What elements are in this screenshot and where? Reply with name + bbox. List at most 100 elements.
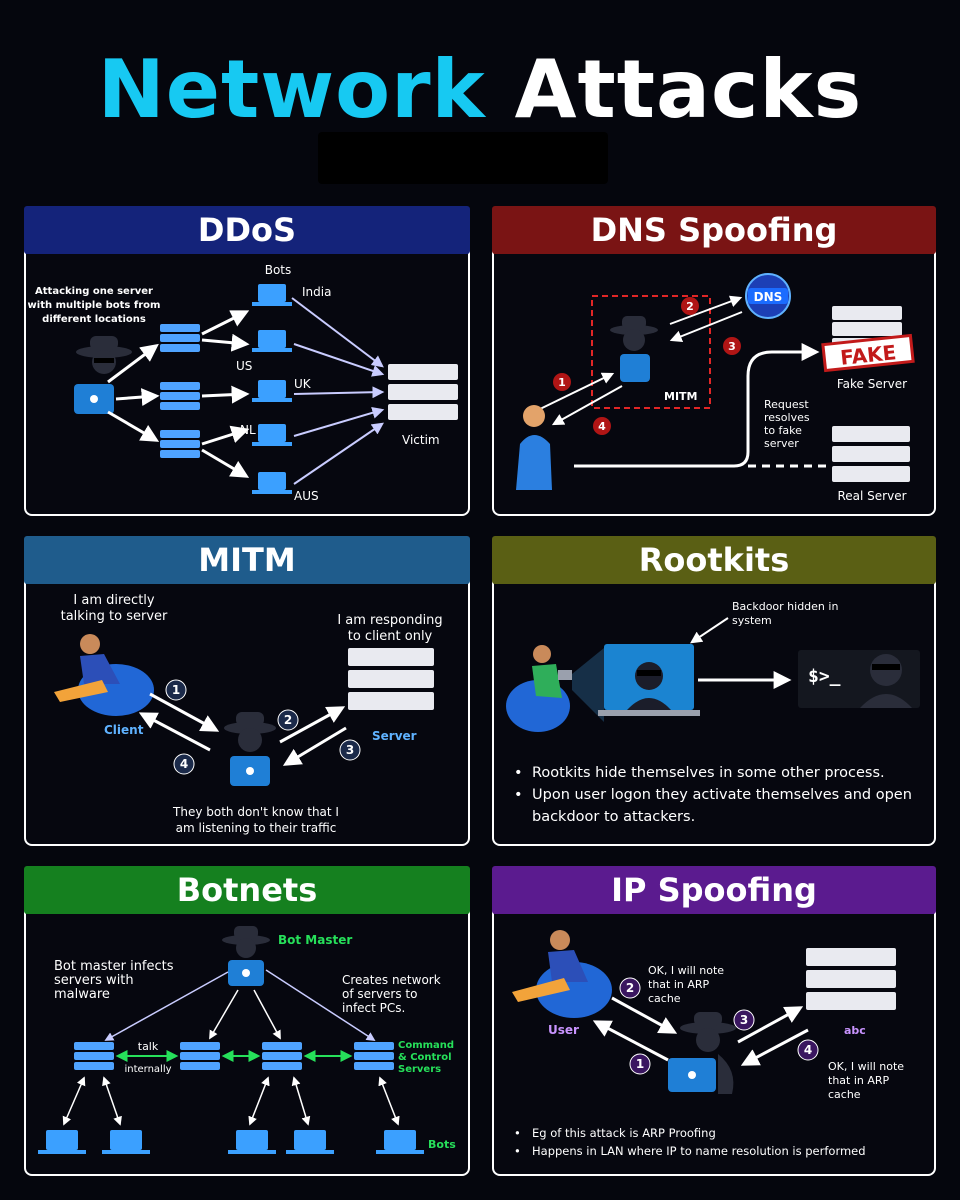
server-icon: [348, 648, 434, 710]
ip-spoofing-diagram: User OK, I will note that in ARP cache a…: [512, 930, 904, 1101]
svg-text:1: 1: [558, 376, 566, 389]
title-word-network: Network: [97, 43, 486, 136]
mitm-server-label: Server: [372, 729, 417, 743]
botnets-left-note-2: servers with: [54, 973, 134, 988]
ip-abc-label: abc: [844, 1024, 866, 1037]
svg-text:3: 3: [346, 743, 354, 757]
svg-text:4: 4: [180, 757, 188, 771]
panel-mitm: MITM I am directly talking to server I a…: [24, 536, 470, 846]
botnets-internally: internally: [124, 1064, 171, 1075]
mitm-client-says-2: talking to server: [61, 609, 168, 624]
step-badge: 4: [173, 753, 195, 775]
mitm-dashed-box: [591, 295, 711, 409]
client-icon: [54, 634, 154, 716]
laptop-icon: [252, 424, 292, 446]
server-icon: [806, 948, 896, 1010]
hacker-icon: [224, 712, 276, 786]
svg-text:4: 4: [804, 1043, 812, 1057]
hacker-icon: [668, 1012, 736, 1094]
ddos-location-uk: UK: [294, 377, 312, 391]
panel-heading: DNS Spoofing: [492, 206, 936, 254]
mitm-diagram: I am directly talking to server I am res…: [54, 593, 443, 835]
title-word-attacks: Attacks: [514, 43, 863, 136]
step-badge: 3: [733, 1009, 755, 1031]
dns-request-line-1: Request: [764, 398, 809, 411]
dns-mitm-label: MITM: [664, 390, 698, 403]
server-stack-icon: [160, 324, 200, 352]
dns-request-line-2: resolves: [764, 411, 810, 424]
ip-note-bottom-1: OK, I will note: [828, 1060, 904, 1073]
user-icon: [516, 405, 552, 490]
ddos-location-india: India: [302, 285, 331, 299]
step-badge: 4: [797, 1039, 819, 1061]
ddos-diagram: Attacking one server with multiple bots …: [28, 263, 458, 503]
ip-note-bottom-3: cache: [828, 1088, 861, 1101]
screen-glow: [572, 648, 604, 722]
botnets-right-note-1: Creates network: [342, 973, 441, 987]
bot-master-icon: [222, 926, 270, 986]
bot-master-label: Bot Master: [278, 933, 352, 947]
step-badge: 3: [339, 739, 361, 761]
botnets-cnc-2: & Control: [398, 1052, 452, 1063]
ip-note-top-1: OK, I will note: [648, 964, 724, 977]
svg-text:2: 2: [284, 713, 292, 727]
mitm-client-label: Client: [104, 723, 144, 737]
rootkits-diagram: Backdoor hidden in system $>_: [506, 600, 920, 732]
botnets-left-note-3: malware: [54, 987, 110, 1002]
bullet-item: Upon user logon they activate themselves…: [514, 784, 924, 828]
panel-heading: IP Spoofing: [492, 866, 936, 914]
bullet-item: Rootkits hide themselves in some other p…: [514, 762, 924, 784]
user-on-beanbag-icon: [506, 645, 572, 732]
ip-spoofing-bullets: Eg of this attack is ARP Proofing Happen…: [514, 1124, 924, 1160]
ip-note-top-2: that in ARP: [648, 978, 710, 991]
botnets-right-note-2: of servers to: [342, 987, 417, 1001]
server-stack-icon: [160, 430, 200, 458]
step-badge: 2: [619, 977, 641, 999]
server-stack-icon: [74, 1042, 114, 1070]
ip-note-bottom-2: that in ARP: [828, 1074, 890, 1087]
ddos-note-3: different locations: [42, 314, 146, 325]
svg-text:1: 1: [172, 683, 180, 697]
panel-dns-spoofing: DNS Spoofing MITM DNS 1 2 3 4: [492, 206, 936, 516]
laptop-icon: [102, 1130, 150, 1154]
mitm-server-says-2: to client only: [348, 629, 433, 644]
rootkits-bullets: Rootkits hide themselves in some other p…: [514, 762, 924, 828]
panel-rootkits: Rootkits Backdoor hidden in system $>_: [492, 536, 936, 846]
step-badge: 3: [723, 337, 741, 355]
user-on-beanbag-icon: [512, 930, 612, 1018]
rootkits-backdoor-1: Backdoor hidden in: [732, 600, 838, 613]
svg-text:3: 3: [740, 1013, 748, 1027]
dns-fake-server-label: Fake Server: [837, 377, 907, 391]
ip-user-label: User: [548, 1023, 579, 1037]
server-stack-icon: [180, 1042, 220, 1070]
botnets-cnc-1: Command: [398, 1040, 454, 1051]
page-title: Network Attacks: [0, 40, 960, 140]
mitm-bottom-1: They both don't know that I: [172, 805, 339, 819]
step-badge: 1: [553, 373, 571, 391]
panel-botnets: Botnets Bot Master Bot master infects se…: [24, 866, 470, 1176]
hacker-icon: [74, 336, 132, 414]
botnets-left-note-1: Bot master infects: [54, 959, 174, 974]
laptop-icon: [252, 284, 292, 306]
mitm-bottom-2: am listening to their traffic: [176, 821, 337, 835]
dns-diagram: MITM DNS 1 2 3 4 FAKE Fake Server Reques…: [516, 273, 915, 503]
panel-ddos: DDoS Attacking one server with multiple …: [24, 206, 470, 516]
dns-globe-icon: DNS: [745, 273, 791, 319]
laptop-icon: [376, 1130, 424, 1154]
svg-text:2: 2: [686, 300, 694, 313]
botnets-right-note-3: infect PCs.: [342, 1001, 405, 1015]
botnets-bots-label: Bots: [428, 1138, 456, 1151]
laptop-icon: [252, 330, 292, 352]
botnets-diagram: Bot Master Bot master infects servers wi…: [38, 926, 456, 1154]
hacker-icon: [610, 316, 658, 382]
ddos-location-aus: AUS: [294, 489, 319, 503]
svg-text:3: 3: [728, 340, 736, 353]
step-badge: 1: [165, 679, 187, 701]
svg-text:1: 1: [636, 1057, 644, 1071]
real-server-icon: [832, 426, 910, 482]
dns-real-server-label: Real Server: [837, 489, 906, 503]
laptop-with-hacker-icon: [598, 644, 700, 716]
mitm-client-says-1: I am directly: [73, 593, 155, 608]
laptop-icon: [228, 1130, 276, 1154]
bullet-item: Happens in LAN where IP to name resoluti…: [514, 1142, 924, 1160]
